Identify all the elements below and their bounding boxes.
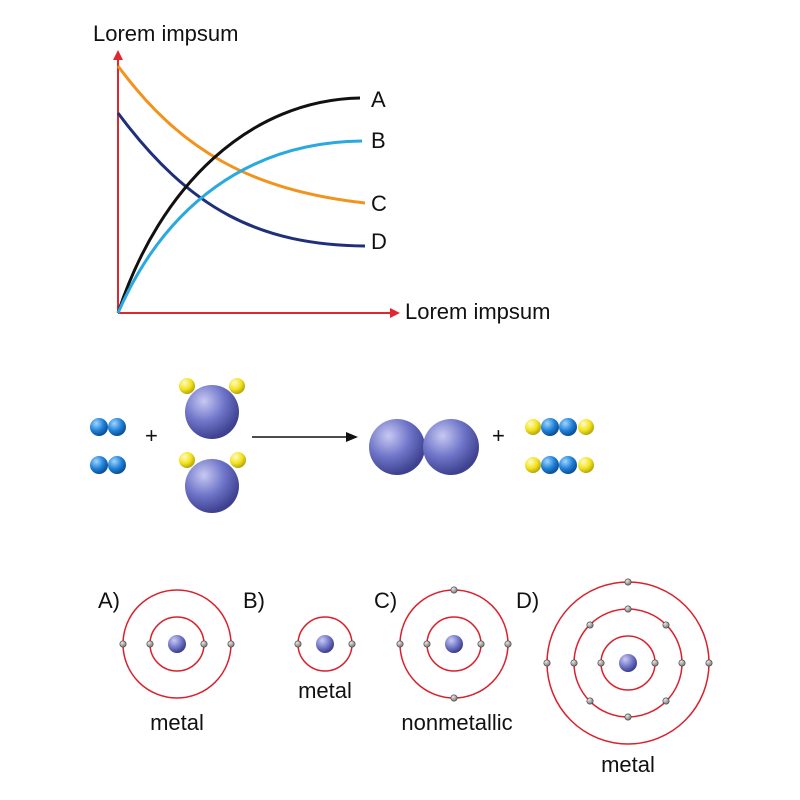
atom-models: A) metal B) metal C) (98, 578, 713, 777)
blue-atom (559, 456, 577, 474)
curve-label-d: D (371, 229, 387, 254)
electron (294, 640, 302, 648)
electron (543, 659, 551, 667)
electron (504, 640, 512, 648)
yellow-atom (179, 378, 195, 394)
curve-label-a: A (371, 87, 386, 112)
product-chain-top (525, 418, 594, 436)
electron (146, 640, 154, 648)
curve-d (116, 112, 366, 248)
large-atom (423, 419, 479, 475)
electron (450, 586, 458, 594)
electron (423, 640, 431, 648)
electron (227, 640, 235, 648)
electron (662, 697, 670, 705)
nucleus (445, 635, 463, 653)
electron (586, 697, 594, 705)
atom-b-letter: B) (243, 588, 265, 613)
reactant-large-molecule-top (179, 378, 245, 439)
electron (624, 578, 632, 586)
electron (662, 621, 670, 629)
plus-sign-2: + (492, 423, 505, 448)
curve-c (116, 65, 366, 205)
electron (624, 713, 632, 721)
atom-b-caption: metal (298, 678, 352, 703)
electron (597, 659, 605, 667)
electron (450, 694, 458, 702)
graph: Lorem impsum Lorem impsum A B C D (93, 21, 550, 324)
electron (119, 640, 127, 648)
atom-d: D) metal (516, 578, 713, 777)
atom-a: A) metal (98, 588, 235, 735)
atom-a-caption: metal (150, 710, 204, 735)
electron (570, 659, 578, 667)
yellow-atom (230, 452, 246, 468)
blue-atom (559, 418, 577, 436)
large-atom (369, 419, 425, 475)
yellow-atom (179, 452, 195, 468)
curve-b (116, 139, 363, 314)
curve-a (116, 96, 361, 314)
atom-d-letter: D) (516, 588, 539, 613)
blue-atom (90, 456, 108, 474)
atom-b: B) metal (243, 588, 356, 703)
electron (200, 640, 208, 648)
electron (348, 640, 356, 648)
blue-atom (541, 418, 559, 436)
electron (477, 640, 485, 648)
blue-atom (108, 418, 126, 436)
electron (678, 659, 686, 667)
yellow-atom (229, 378, 245, 394)
blue-atom (541, 456, 559, 474)
nucleus (619, 654, 637, 672)
atom-a-letter: A) (98, 588, 120, 613)
product-large-molecule (369, 419, 479, 475)
curve-label-b: B (371, 128, 386, 153)
electron (651, 659, 659, 667)
yellow-atom (578, 419, 594, 435)
atom-c-letter: C) (374, 588, 397, 613)
y-axis-label: Lorem impsum (93, 21, 238, 46)
reaction-equation: + + (90, 378, 594, 513)
blue-atom (90, 418, 108, 436)
electron (396, 640, 404, 648)
atom-c-caption: nonmetallic (401, 710, 512, 735)
yellow-atom (578, 457, 594, 473)
large-atom (185, 459, 239, 513)
atom-d-caption: metal (601, 752, 655, 777)
blue-atom (108, 456, 126, 474)
curve-label-c: C (371, 191, 387, 216)
x-axis-label: Lorem impsum (405, 299, 550, 324)
atom-c: C) nonmetallic (374, 586, 513, 735)
large-atom (185, 385, 239, 439)
yellow-atom (525, 419, 541, 435)
reactant-large-molecule-bottom (179, 452, 246, 513)
yellow-atom (525, 457, 541, 473)
reactant-small-molecules (90, 418, 126, 474)
nucleus (316, 635, 334, 653)
product-chain-bottom (525, 456, 594, 474)
electron (624, 605, 632, 613)
plus-sign-1: + (145, 423, 158, 448)
electron (705, 659, 713, 667)
nucleus (168, 635, 186, 653)
electron (586, 621, 594, 629)
